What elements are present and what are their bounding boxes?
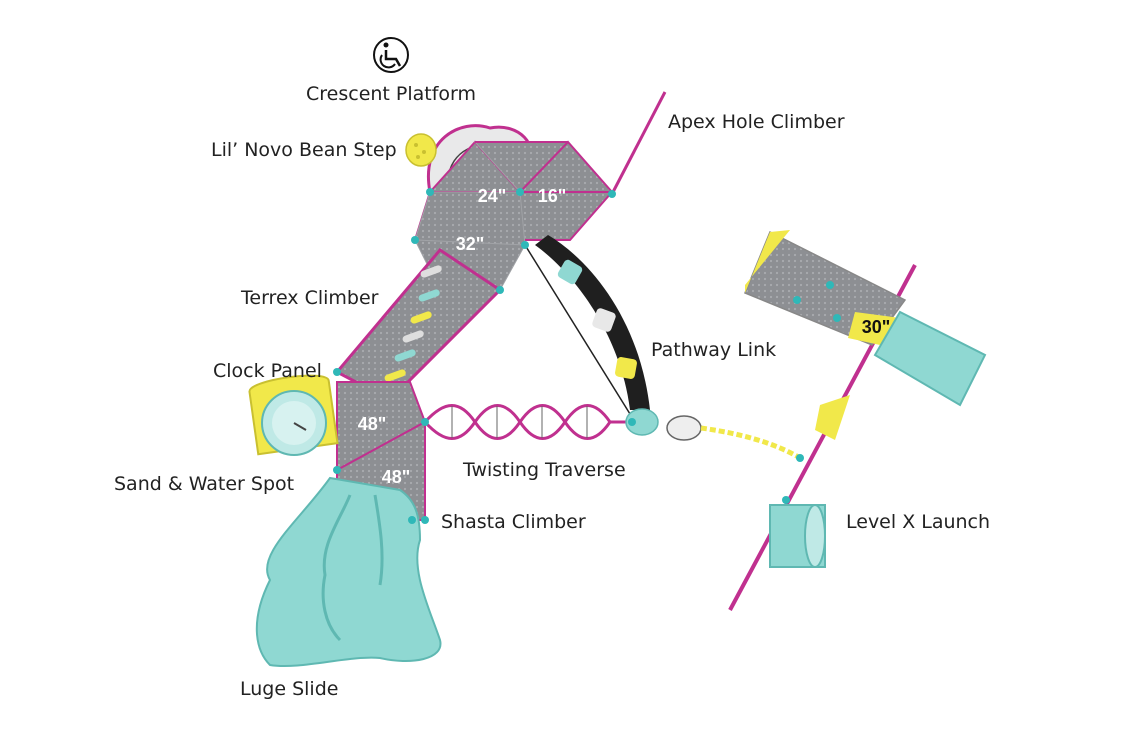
- luge-slide: [255, 476, 442, 667]
- label-twisting-traverse: Twisting Traverse: [463, 459, 626, 481]
- wheelchair-accessible-icon: [373, 37, 409, 73]
- level-x-launch-rope: [666, 415, 802, 461]
- height-16: 16": [538, 186, 567, 206]
- bean-step: [405, 133, 437, 167]
- apex-hole-climber: [610, 91, 667, 195]
- label-clock-panel: Clock Panel: [213, 360, 322, 382]
- height-30: 30": [862, 317, 891, 337]
- height-24: 24": [478, 186, 507, 206]
- terrex-climber: [334, 248, 503, 402]
- label-terrex-climber: Terrex Climber: [241, 287, 379, 309]
- height-48-upper: 48": [358, 414, 387, 434]
- label-lil-novo-bean-step: Lil’ Novo Bean Step: [211, 139, 397, 161]
- height-32: 32": [456, 234, 485, 254]
- label-sand-water-spot: Sand & Water Spot: [114, 473, 295, 495]
- clock-panel: [248, 374, 339, 456]
- label-level-x-launch: Level X Launch: [846, 511, 991, 533]
- upper-deck: [413, 140, 615, 291]
- label-crescent-platform: Crescent Platform: [306, 83, 477, 105]
- twisting-traverse: [423, 404, 632, 440]
- height-48-lower: 48": [382, 467, 411, 487]
- label-pathway-link: Pathway Link: [651, 339, 777, 361]
- label-apex-hole-climber: Apex Hole Climber: [668, 111, 845, 133]
- level-x-launch-structure: [728, 230, 987, 611]
- label-luge-slide: Luge Slide: [240, 678, 339, 700]
- pathway-link: [524, 235, 659, 436]
- post-markers: [333, 188, 804, 524]
- label-shasta-climber: Shasta Climber: [441, 511, 586, 533]
